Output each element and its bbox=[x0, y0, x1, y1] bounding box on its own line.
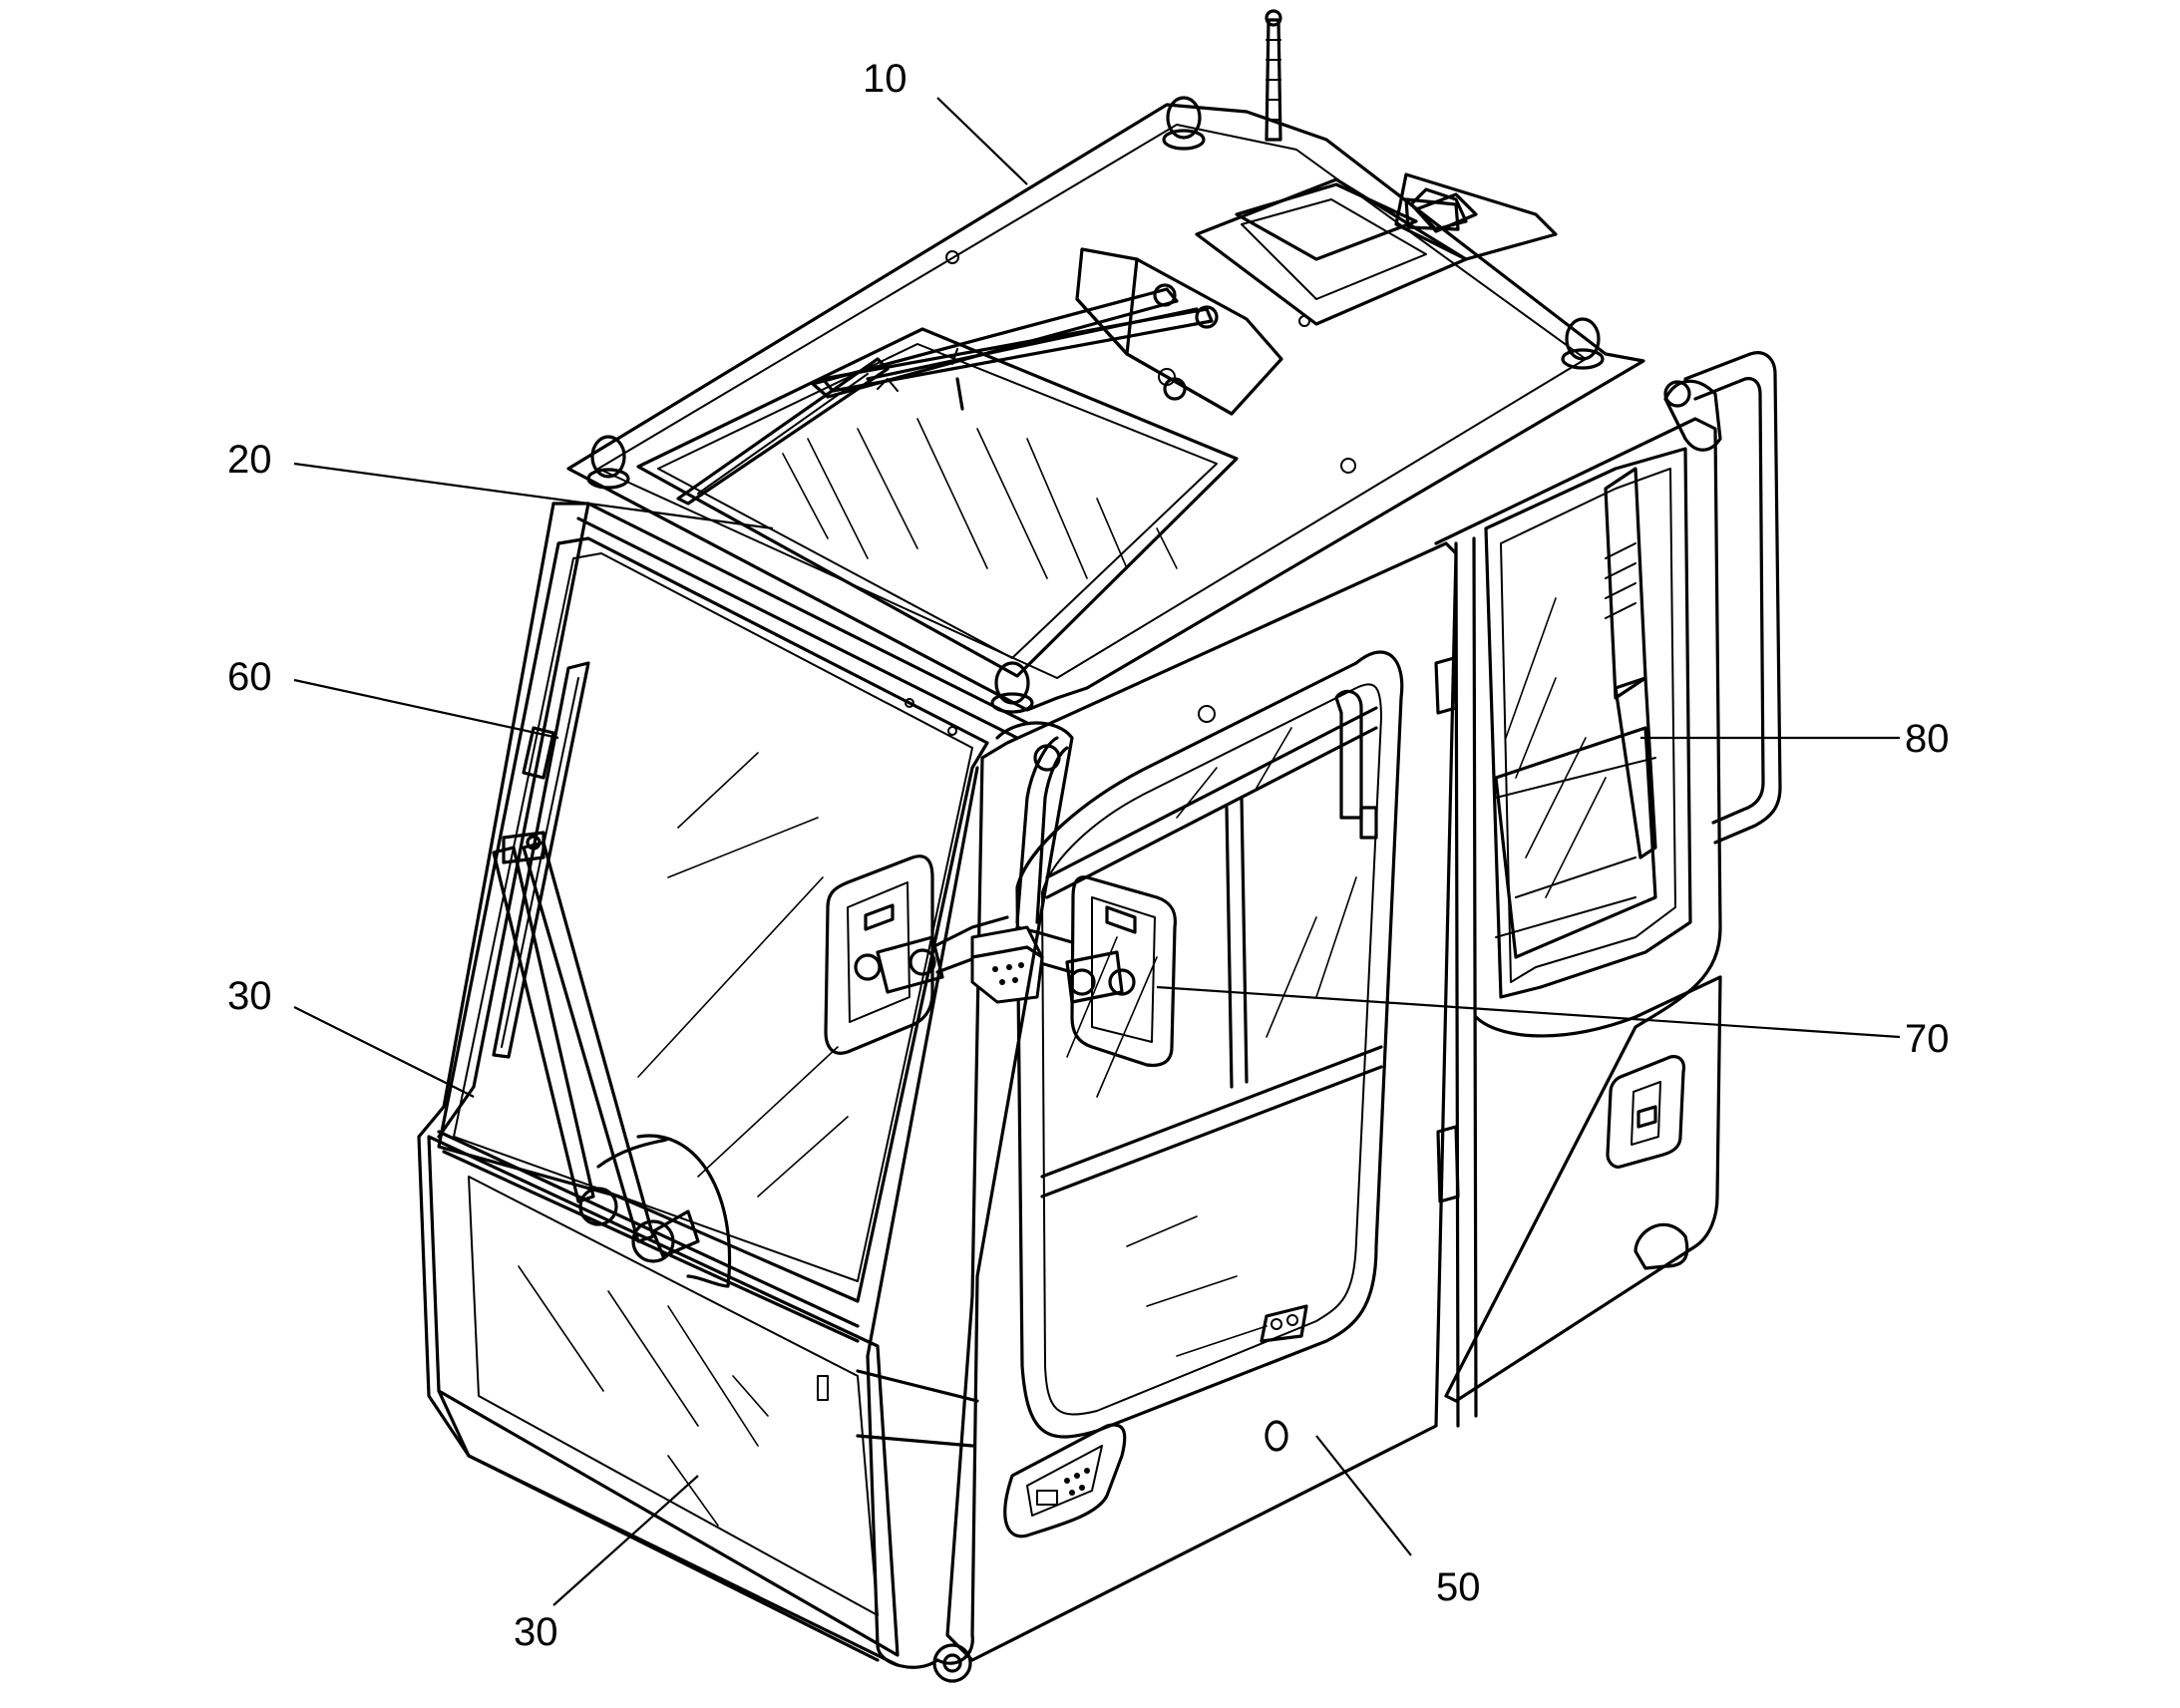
lifting-eye-front-left-icon bbox=[586, 435, 630, 490]
front-wiper bbox=[492, 661, 732, 1288]
door-outer-handle-icon bbox=[1003, 1423, 1127, 1538]
lifting-eye-rear-right-icon bbox=[1561, 317, 1605, 370]
callout-30-upper: 30 bbox=[227, 974, 272, 1018]
cab-roof bbox=[566, 9, 1645, 714]
callout-20: 20 bbox=[227, 438, 272, 482]
rear-grab-handle bbox=[1683, 351, 1782, 845]
lifting-eye-front-right-icon bbox=[990, 661, 1034, 714]
lifting-eye-rear-left-icon bbox=[1162, 96, 1206, 151]
callout-70: 70 bbox=[1905, 1017, 1950, 1061]
callout-leaders bbox=[293, 97, 1901, 1606]
callout-labels: 10 20 60 30 30 50 70 80 bbox=[227, 57, 1950, 1654]
callout-30-lower: 30 bbox=[514, 1610, 558, 1654]
cab-side-panel bbox=[1434, 351, 1782, 1428]
side-service-plate-icon bbox=[1606, 1055, 1686, 1169]
callout-50: 50 bbox=[1436, 1565, 1481, 1609]
front-right-pillar bbox=[437, 721, 1074, 1683]
callout-60: 60 bbox=[227, 655, 272, 699]
front-windshield-upper bbox=[417, 502, 1029, 1458]
door-latch-icon bbox=[1260, 1304, 1308, 1343]
mirror-assembly bbox=[824, 736, 1178, 1068]
roof-wiper bbox=[676, 247, 1283, 506]
callout-80: 80 bbox=[1905, 717, 1950, 761]
callout-10: 10 bbox=[863, 57, 908, 101]
rear-work-light-icon bbox=[1663, 379, 1722, 452]
skylight-glass bbox=[636, 327, 1239, 678]
